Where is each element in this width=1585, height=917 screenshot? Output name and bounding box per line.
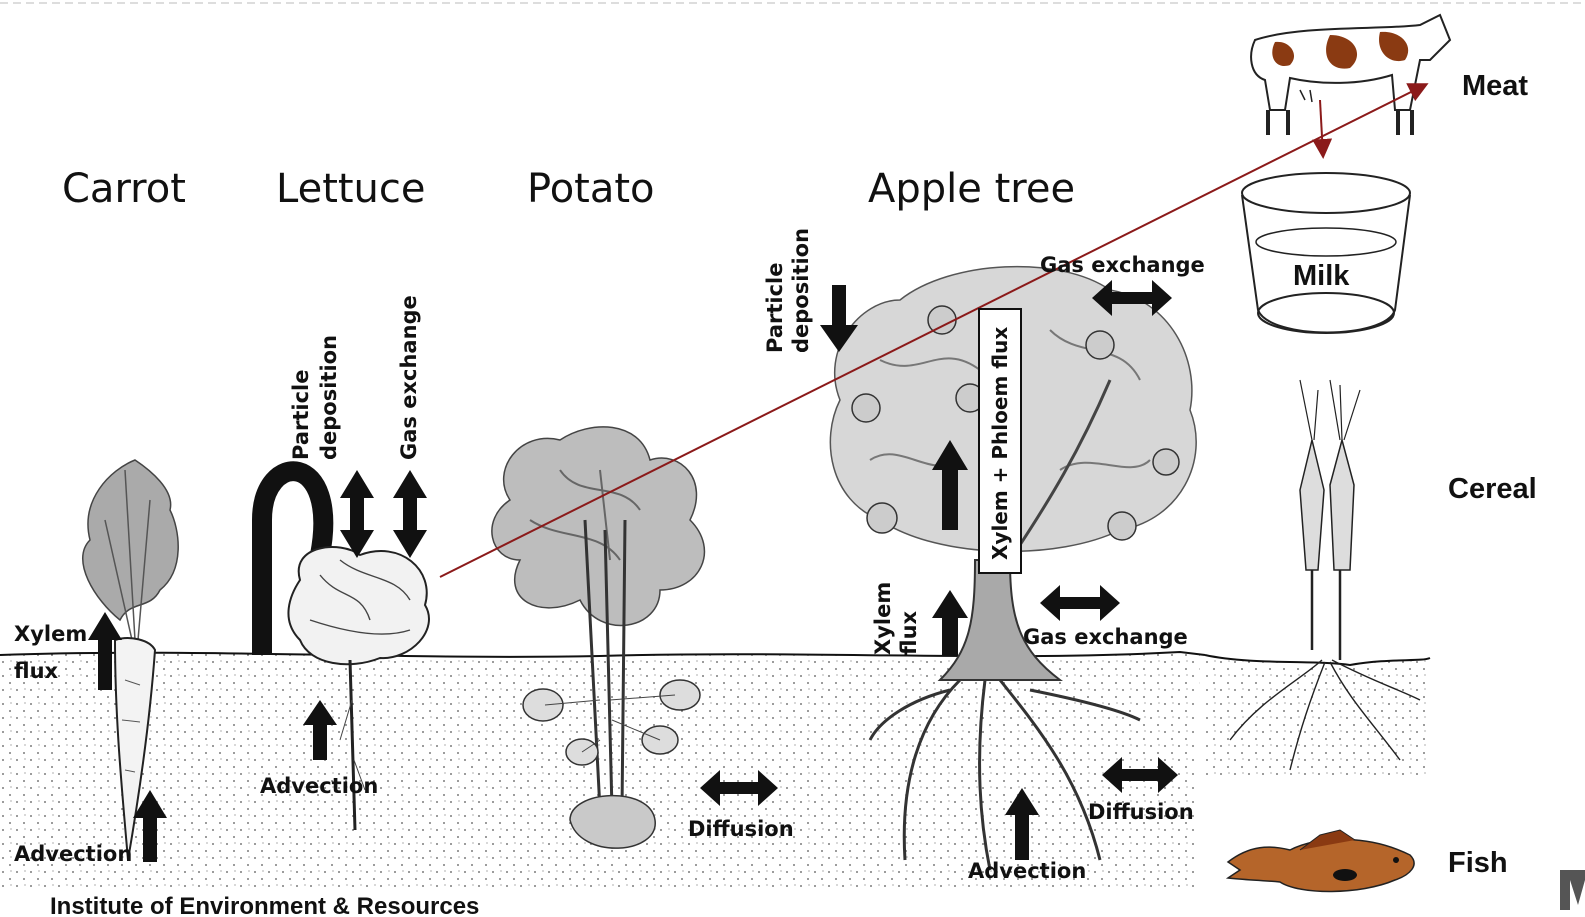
apple-diffusion-label: Diffusion — [1088, 801, 1194, 824]
carrot-xylem-label: Xylem — [14, 623, 87, 646]
apple-advection-label: Advection — [968, 860, 1086, 883]
fish-illustration — [1228, 830, 1414, 892]
apple-tree-title: Apple tree — [868, 166, 1075, 212]
milk-label: Milk — [1293, 260, 1349, 293]
apple-gas-exchange-bottom-label: Gas exchange — [1023, 626, 1188, 649]
carrot-title: Carrot — [62, 166, 186, 212]
cow-illustration — [1251, 15, 1450, 135]
xylem-phloem-flux-label: Xylem + Phloem flux — [988, 327, 1012, 560]
cereal-soil — [1205, 655, 1430, 780]
meat-label: Meat — [1462, 70, 1528, 103]
fish-label: Fish — [1448, 847, 1508, 880]
lettuce-advection-label: Advection — [260, 775, 378, 798]
apple-xylem-label: Xylem — [872, 582, 895, 655]
cereal-label: Cereal — [1448, 473, 1537, 506]
lettuce-gas-exchange-label: Gas exchange — [398, 295, 421, 460]
footer-institute: Institute of Environment & Resources — [50, 893, 479, 917]
apple-flux-label: flux — [898, 611, 921, 655]
carrot-advection-label: Advection — [14, 843, 132, 866]
lettuce-deposition-label: deposition — [318, 335, 341, 460]
potato-title: Potato — [527, 166, 655, 212]
pathway-arrow-cow-to-milk — [1320, 100, 1323, 155]
carrot-flux-label: flux — [14, 660, 58, 683]
potato-diffusion-label: Diffusion — [688, 818, 794, 841]
apple-gas-exchange-top-label: Gas exchange — [1040, 254, 1205, 277]
logo-fragment — [1560, 870, 1585, 910]
lettuce-title: Lettuce — [276, 166, 426, 212]
lettuce-particle-label: Particle — [290, 370, 313, 460]
xylem-phloem-box: Xylem + Phloem flux — [978, 308, 1022, 574]
apple-deposition-label: deposition — [790, 228, 813, 353]
milk-glass-illustration — [1242, 173, 1410, 333]
apple-particle-label: Particle — [764, 263, 787, 353]
